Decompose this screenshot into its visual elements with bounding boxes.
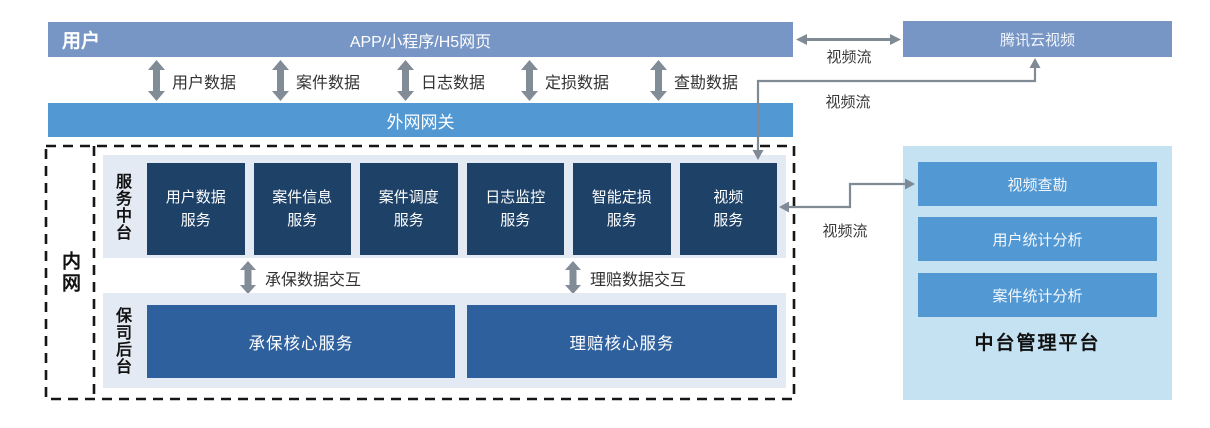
tencent-cloud-video-box: 腾讯云视频: [903, 21, 1172, 57]
double-arrow-icon: [272, 60, 289, 101]
service-platform-label-wrap: 服务中台: [109, 155, 133, 258]
external-gateway-bar: 外网网关: [48, 103, 793, 137]
service-box-user-data: 用户数据 服务: [147, 163, 245, 255]
service-box-row: 用户数据 服务 案件信息 服务 案件调度 服务 日志监控 服务 智能定损 服务 …: [147, 163, 777, 255]
data-flow-label: 定损数据: [545, 74, 610, 92]
data-flow-survey: 查勘数据: [649, 60, 738, 101]
interaction-label: 承保数据交互: [265, 271, 362, 289]
double-arrow-icon: [650, 60, 667, 101]
insurer-backend-label: 保司后台: [113, 306, 130, 375]
data-flow-loss: 定损数据: [520, 60, 609, 101]
underwriting-core-service-box: 承保核心服务: [147, 305, 455, 378]
double-arrow-icon: [565, 261, 581, 294]
user-app-bar: 用户 APP/小程序/H5网页: [48, 22, 793, 57]
service-box-case-info: 案件信息 服务: [253, 163, 351, 255]
mgmt-item-user-stats: 用户统计分析: [918, 217, 1157, 261]
service-box-log-monitor: 日志监控 服务: [466, 163, 564, 255]
gateway-label: 外网网关: [386, 112, 455, 132]
underwriting-interaction: 承保数据交互: [239, 261, 361, 294]
double-arrow-icon: [796, 34, 901, 45]
intranet-zone: 内网: [45, 145, 94, 400]
interaction-label: 理赔数据交互: [590, 271, 687, 289]
service-box-case-dispatch: 案件调度 服务: [360, 163, 458, 255]
data-flow-log: 日志数据: [396, 60, 485, 101]
double-arrow-icon: [148, 60, 165, 101]
video-stream-label-mid: 视频流: [825, 94, 871, 111]
double-arrow-icon: [240, 261, 256, 294]
service-box-smart-loss: 智能定损 服务: [573, 163, 671, 255]
double-arrow-icon: [521, 60, 538, 101]
claims-interaction: 理赔数据交互: [564, 261, 686, 294]
intranet-label: 内网: [59, 250, 80, 295]
claims-core-service-box: 理赔核心服务: [467, 305, 777, 378]
tencent-label: 腾讯云视频: [999, 31, 1075, 49]
data-flow-user: 用户数据: [147, 60, 236, 101]
data-flow-case: 案件数据: [271, 60, 360, 101]
service-platform-label: 服务中台: [113, 172, 130, 241]
mgmt-platform-panel: 视频查勘 用户统计分析 案件统计分析 中台管理平台: [903, 146, 1172, 400]
data-flow-label: 日志数据: [421, 74, 486, 92]
data-flow-label: 查勘数据: [674, 74, 739, 92]
video-stream-label-right: 视频流: [822, 223, 868, 240]
mgmt-platform-title: 中台管理平台: [974, 333, 1101, 354]
data-flow-label: 案件数据: [296, 74, 361, 92]
service-box-video: 视频 服务: [679, 163, 777, 255]
mgmt-item-case-stats: 案件统计分析: [918, 273, 1157, 317]
double-arrow-icon: [397, 60, 414, 101]
user-label: 用户: [62, 31, 101, 52]
mgmt-item-video-survey: 视频查勘: [918, 162, 1157, 206]
data-flow-label: 用户数据: [172, 74, 237, 92]
insurer-backend-label-wrap: 保司后台: [109, 293, 133, 388]
video-stream-label-top: 视频流: [826, 49, 872, 66]
app-bar-label: APP/小程序/H5网页: [349, 33, 492, 51]
